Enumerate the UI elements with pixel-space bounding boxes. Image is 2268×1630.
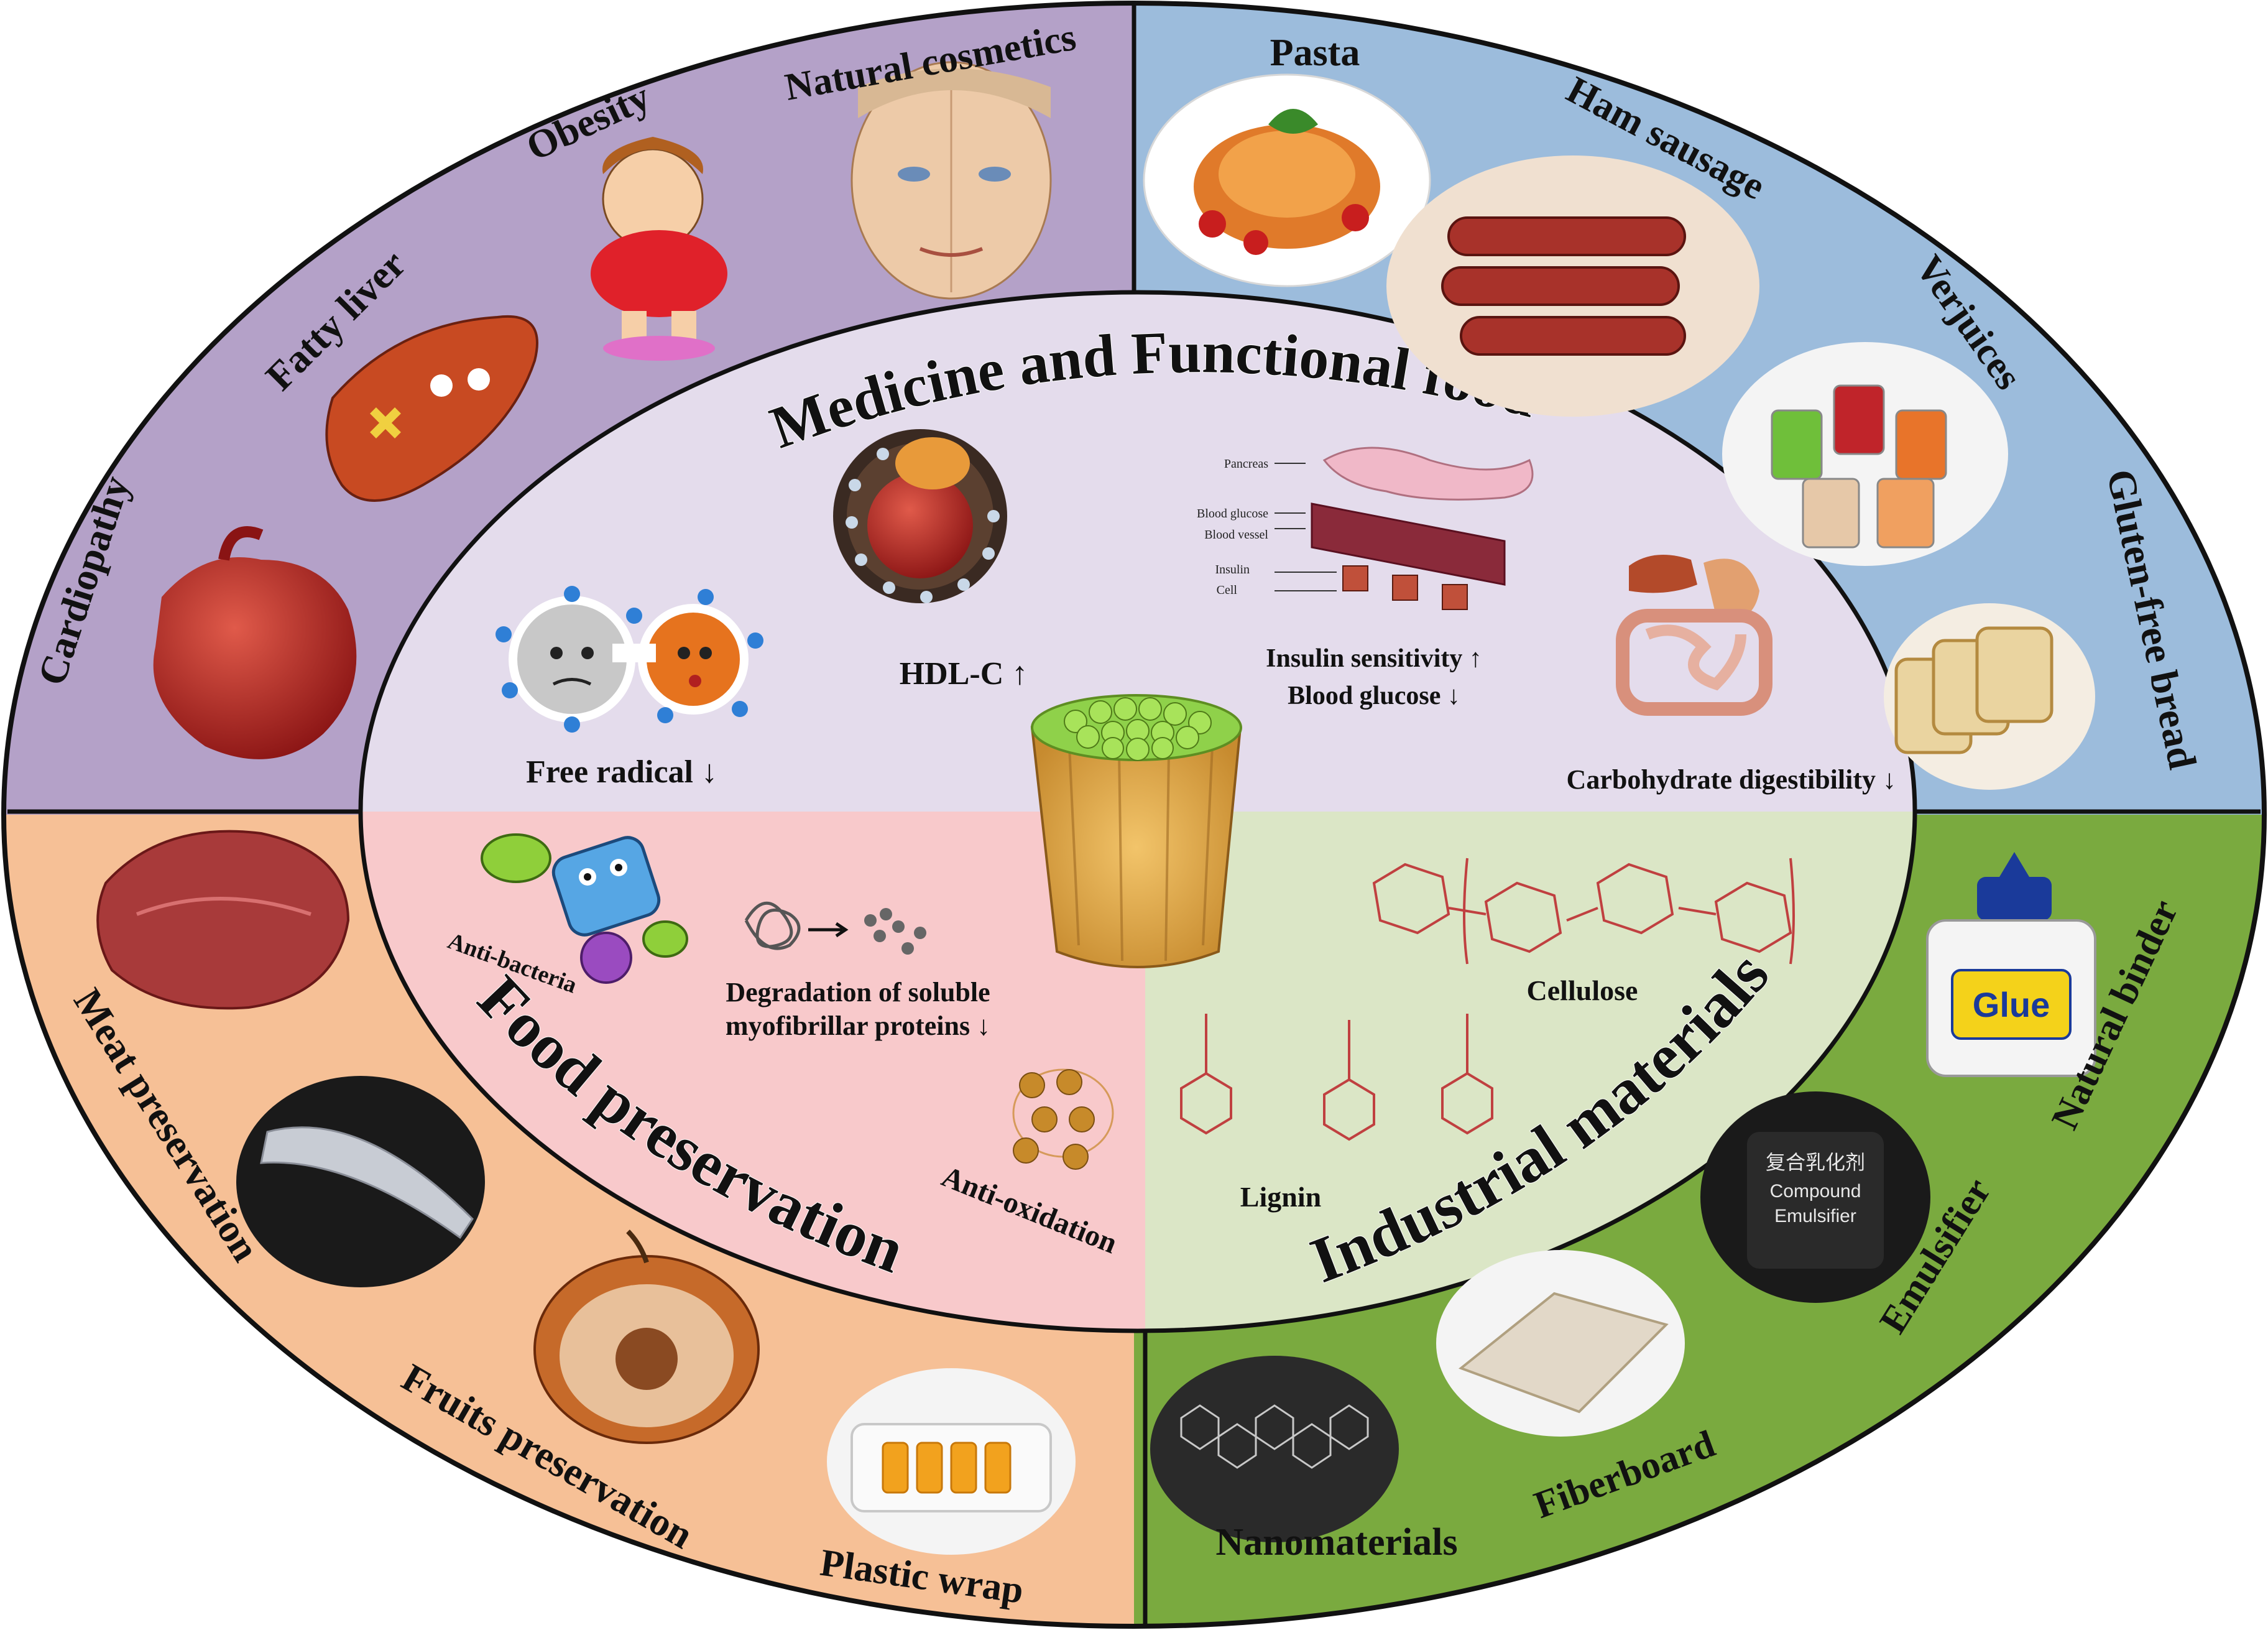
pasta-icon (1143, 73, 1431, 287)
fish-icon (236, 1076, 485, 1287)
lignin-structure-icon (1180, 1014, 1493, 1141)
pancreas-diagram-icon (1275, 447, 1534, 610)
bread-icon (1884, 603, 2095, 790)
face-icon (850, 61, 1052, 300)
insulin-sensitivity-label: Insulin sensitivity ↑ (1266, 644, 1482, 673)
glue-bottle-icon: Glue (1926, 852, 2096, 1077)
insulin-label: Insulin (1215, 563, 1250, 577)
glue-bottle-label: Glue (1973, 985, 2050, 1024)
protein-degradation-icon (744, 901, 926, 955)
nanomaterial-icon (1150, 1356, 1399, 1542)
pasta-label: Pasta (1270, 32, 1360, 74)
heart-icon (153, 526, 357, 759)
emulsifier-en2-label: Emulsifier (1774, 1206, 1856, 1226)
carb-digestibility-label: Carbohydrate digestibility ↓ (1567, 764, 1896, 795)
digestive-system-icon (1616, 555, 1772, 716)
fiberboard-icon (1436, 1250, 1685, 1437)
free-radical-label: Free radical ↓ (526, 754, 717, 790)
obese-child-icon (591, 137, 727, 361)
emulsifier-cn-label: 复合乳化剂 (1766, 1151, 1865, 1174)
degradation-line2-label: myofibrillar proteins ↓ (726, 1011, 990, 1041)
blood-glucose-label: Blood glucose (1197, 507, 1268, 521)
pancreas-label: Pancreas (1224, 457, 1268, 471)
free-radical-icon (496, 586, 763, 733)
cellulose-label: Cellulose (1527, 975, 1638, 1006)
inner-ellipse-border (358, 290, 1917, 1333)
hdl-particle-icon (833, 429, 1007, 603)
apple-icon (533, 1229, 760, 1444)
cellulose-structure-icon (1372, 858, 1795, 965)
emulsifier-drum-icon: 复合乳化剂 Compound Emulsifier (1700, 1091, 1930, 1303)
blood-glucose-effect-label: Blood glucose ↓ (1288, 682, 1460, 710)
lignin-label: Lignin (1240, 1181, 1321, 1213)
blood-vessel-label: Blood vessel (1204, 528, 1268, 542)
plastic-wrap-icon (827, 1368, 1076, 1555)
meat-icon (96, 830, 350, 1010)
emulsifier-en1-label: Compound (1770, 1181, 1861, 1202)
liver-icon (325, 315, 538, 502)
cell-label: Cell (1217, 583, 1238, 597)
bacteria-icon (481, 833, 688, 984)
juice-icon (1722, 342, 2008, 566)
antioxidant-particles-icon (1012, 1068, 1114, 1170)
hdl-label: HDL-C ↑ (900, 656, 1028, 692)
seed-cup-icon (1030, 694, 1242, 968)
nanomaterials-label: Nanomaterials (1215, 1521, 1457, 1563)
sausage-icon (1386, 155, 1759, 417)
degradation-line1-label: Degradation of soluble (726, 977, 990, 1007)
